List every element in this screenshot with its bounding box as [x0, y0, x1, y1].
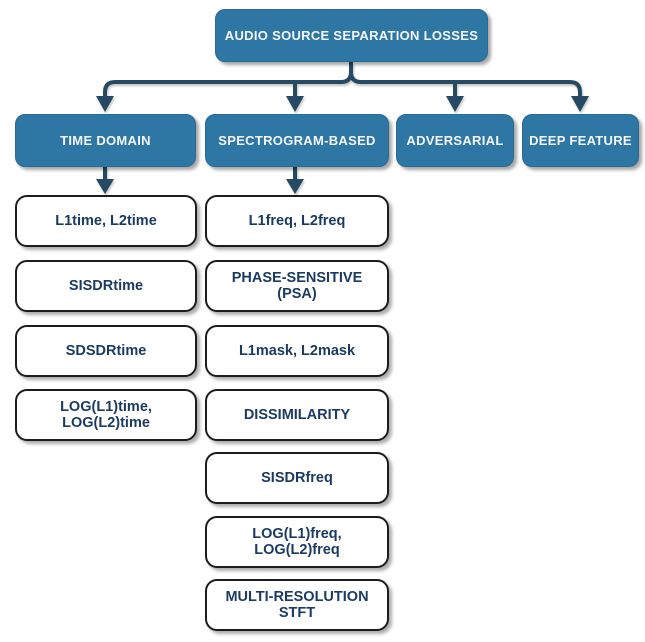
loss-label: SDSDRtime — [65, 343, 147, 359]
arrowhead-icon — [96, 179, 114, 194]
loss-label: SISDRfreq — [261, 470, 333, 486]
loss-node-l1freq-l2freq: L1freq, L2freq — [205, 195, 389, 247]
root-node-audio-source-separation-losses: AUDIO SOURCE SEPARATION LOSSES — [215, 9, 488, 62]
category-label: TIME DOMAIN — [60, 133, 151, 148]
loss-label: LOG(L1)freq, LOG(L2)freq — [252, 526, 342, 558]
loss-node-phase-sensitive: PHASE-SENSITIVE (PSA) — [205, 260, 389, 312]
loss-node-log-l1-l2-freq: LOG(L1)freq, LOG(L2)freq — [205, 516, 389, 568]
loss-label: L1mask, L2mask — [238, 343, 356, 359]
arrowhead-icon — [446, 96, 464, 112]
arrowhead-icon — [286, 179, 304, 194]
loss-label: SISDRtime — [68, 278, 144, 294]
category-label: SPECTROGRAM-BASED — [218, 133, 376, 148]
branch-line-time-domain — [103, 62, 353, 97]
loss-node-log-l1-l2-time: LOG(L1)time, LOG(L2)time — [15, 389, 197, 441]
category-label: ADVERSARIAL — [406, 133, 504, 148]
category-node-spectrogram-based: SPECTROGRAM-BASED — [205, 114, 389, 167]
loss-label: L1time, L2time — [55, 213, 157, 229]
category-label: DEEP FEATURE — [529, 133, 632, 148]
loss-node-sisdrtime: SISDRtime — [15, 260, 197, 312]
arrowhead-icon — [571, 96, 589, 112]
root-node-label: AUDIO SOURCE SEPARATION LOSSES — [224, 28, 479, 43]
loss-node-l1mask-l2mask: L1mask, L2mask — [205, 325, 389, 377]
arrowhead-icon — [286, 96, 304, 112]
loss-node-l1time-l2time: L1time, L2time — [15, 195, 197, 247]
loss-label: LOG(L1)time, LOG(L2)time — [60, 399, 152, 431]
branch-line-deep-feature — [349, 71, 582, 97]
category-node-deep-feature: DEEP FEATURE — [522, 114, 639, 167]
loss-node-multi-resolution-stft: MULTI-RESOLUTION STFT — [205, 579, 389, 631]
loss-label: L1freq, L2freq — [248, 213, 346, 229]
loss-label: DISSIMILARITY — [243, 407, 351, 423]
arrowhead-icon — [96, 96, 114, 112]
loss-node-sisdrfreq: SISDRfreq — [205, 452, 389, 504]
loss-node-dissimilarity: DISSIMILARITY — [205, 389, 389, 441]
category-node-adversarial: ADVERSARIAL — [396, 114, 514, 167]
category-node-time-domain: TIME DOMAIN — [15, 114, 196, 167]
loss-node-sdsdrtime: SDSDRtime — [15, 325, 197, 377]
loss-label: MULTI-RESOLUTION STFT — [225, 589, 369, 621]
loss-label: PHASE-SENSITIVE (PSA) — [231, 270, 363, 302]
